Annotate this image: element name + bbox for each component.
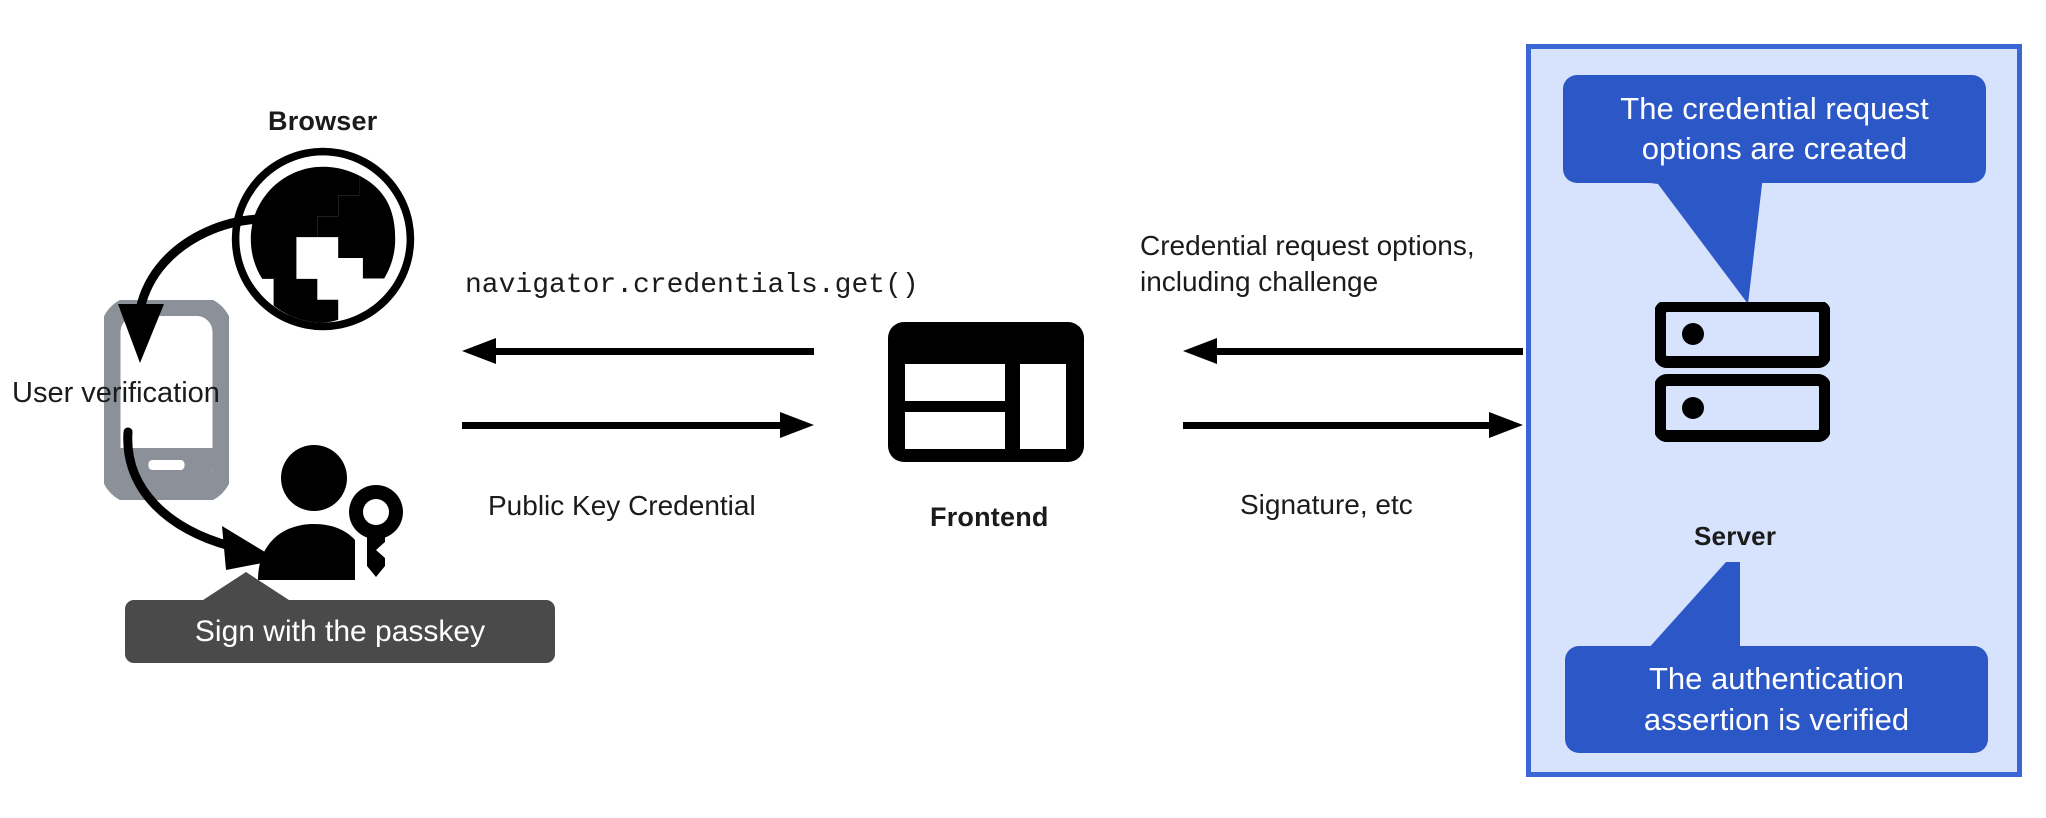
arrow-head-right-icon — [780, 412, 814, 438]
phone-icon — [104, 300, 229, 500]
passkey-tooltip-notch — [200, 572, 292, 602]
browser-node-label: Browser — [268, 106, 378, 136]
user-verification-label: User verification — [12, 377, 220, 409]
arrow-shaft — [1183, 422, 1493, 429]
frontend-window-icon — [888, 322, 1084, 462]
arrow-signature — [1183, 412, 1523, 438]
arrow-head-right-icon — [1489, 412, 1523, 438]
arrow-shaft — [492, 348, 814, 355]
public-key-credential-label: Public Key Credential — [488, 490, 756, 521]
curved-arrow-to-phone — [118, 214, 303, 363]
signature-etc-label: Signature, etc — [1240, 489, 1413, 520]
navigator-credentials-get-label: navigator.credentials.get() — [465, 270, 919, 301]
arrow-public-key-credential — [462, 412, 814, 438]
arrow-shaft — [462, 422, 784, 429]
callout-authentication-assertion-verified: The authentication assertion is verified — [1565, 646, 1988, 753]
callout-bottom-tail — [1638, 562, 1740, 660]
arrow-head-left-icon — [462, 338, 496, 364]
passkey-tooltip: Sign with the passkey — [125, 600, 555, 663]
person-with-key-icon — [258, 445, 403, 580]
arrow-head-left-icon — [1183, 338, 1217, 364]
arrow-credentials-get — [462, 338, 814, 364]
credential-request-options-label: Credential request options, including ch… — [1140, 230, 1475, 297]
callout-top-tail — [1598, 176, 1763, 304]
frontend-node-label: Frontend — [930, 502, 1049, 532]
arrow-shaft — [1213, 348, 1523, 355]
callout-credential-request-options-created: The credential request options are creat… — [1563, 75, 1986, 183]
server-node-label: Server — [1694, 521, 1777, 551]
globe-icon — [231, 147, 415, 331]
arrow-credential-request-options — [1183, 338, 1523, 364]
server-racks-icon — [1655, 302, 1830, 442]
